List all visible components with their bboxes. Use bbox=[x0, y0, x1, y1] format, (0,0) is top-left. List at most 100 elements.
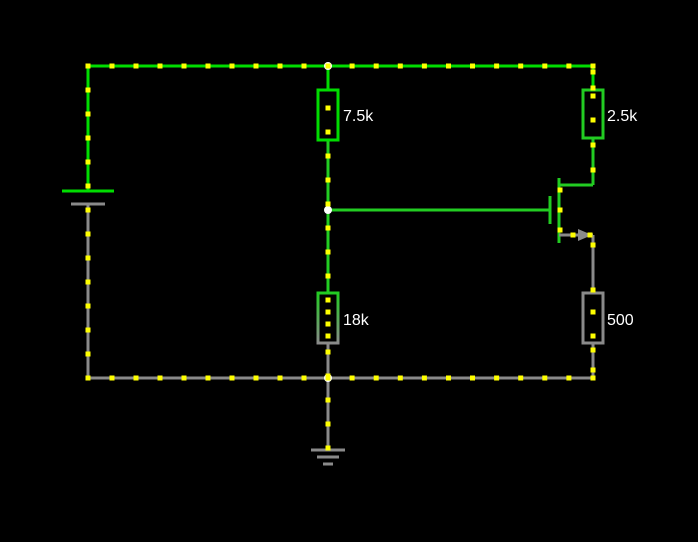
current-dot bbox=[325, 321, 331, 327]
current-dot bbox=[590, 69, 596, 75]
current-dot bbox=[566, 63, 572, 69]
current-dot bbox=[85, 255, 91, 261]
current-dot bbox=[566, 375, 572, 381]
current-dot bbox=[325, 225, 331, 231]
resistor-r4-label: 500 bbox=[607, 312, 634, 329]
resistor-r1[interactable] bbox=[316, 88, 340, 142]
current-dot bbox=[590, 367, 596, 373]
current-dot bbox=[590, 63, 596, 69]
current-dot bbox=[85, 327, 91, 333]
current-dot bbox=[325, 273, 331, 279]
current-dot bbox=[397, 375, 403, 381]
current-dot bbox=[421, 375, 427, 381]
current-dot bbox=[325, 349, 331, 355]
current-dot bbox=[494, 63, 500, 69]
resistor-r3[interactable] bbox=[316, 291, 340, 345]
current-dot bbox=[85, 159, 91, 165]
current-dot bbox=[109, 63, 115, 69]
current-dot bbox=[301, 375, 307, 381]
current-dot bbox=[590, 287, 596, 293]
current-dot bbox=[85, 375, 91, 381]
current-dot bbox=[181, 375, 187, 381]
current-dot bbox=[373, 63, 379, 69]
current-dot bbox=[325, 177, 331, 183]
current-dot bbox=[325, 445, 331, 451]
current-dot bbox=[373, 375, 379, 381]
current-dot bbox=[325, 309, 331, 315]
current-dot bbox=[397, 63, 403, 69]
current-dot bbox=[181, 63, 187, 69]
current-dot bbox=[446, 63, 451, 69]
current-dot bbox=[85, 303, 91, 309]
current-dot bbox=[277, 375, 283, 381]
current-dot bbox=[518, 375, 524, 381]
current-dot bbox=[133, 63, 139, 69]
current-dot bbox=[205, 63, 211, 69]
current-dot bbox=[590, 242, 596, 248]
current-dot bbox=[85, 111, 91, 117]
current-dot bbox=[325, 63, 331, 69]
current-dot bbox=[590, 85, 596, 91]
current-dot bbox=[325, 249, 331, 255]
current-dot bbox=[85, 63, 91, 69]
divider-wire[interactable] bbox=[326, 140, 550, 292]
current-dot bbox=[325, 421, 331, 427]
current-dot bbox=[229, 63, 235, 69]
current-dot bbox=[590, 309, 596, 315]
current-dot bbox=[542, 375, 548, 381]
ground-return-wire[interactable] bbox=[86, 204, 595, 450]
junction-node-mid bbox=[324, 206, 332, 214]
resistor-r4[interactable] bbox=[581, 291, 605, 345]
current-dot bbox=[229, 375, 235, 381]
current-dot bbox=[421, 63, 427, 69]
current-flow-dots bbox=[85, 63, 596, 451]
current-dot bbox=[325, 297, 331, 303]
current-dot bbox=[542, 63, 548, 69]
current-dot bbox=[85, 87, 91, 93]
current-dot bbox=[349, 375, 355, 381]
current-dot bbox=[570, 232, 576, 238]
current-dot bbox=[590, 347, 596, 353]
resistor-r2-label: 2.5k bbox=[607, 108, 638, 125]
current-dot bbox=[85, 231, 91, 237]
current-dot bbox=[133, 375, 139, 381]
resistor-r2[interactable] bbox=[560, 88, 605, 187]
resistor-r1-label: 7.5k bbox=[343, 108, 374, 125]
current-dot bbox=[301, 63, 307, 69]
current-dot bbox=[590, 333, 596, 339]
ground-icon[interactable] bbox=[311, 448, 345, 466]
current-dot bbox=[557, 187, 563, 193]
current-dot bbox=[85, 183, 91, 189]
current-dot bbox=[590, 375, 596, 381]
current-dot bbox=[85, 135, 91, 141]
current-dot bbox=[349, 63, 355, 69]
current-dot bbox=[325, 397, 331, 403]
current-dot bbox=[557, 227, 563, 233]
current-dot bbox=[253, 375, 259, 381]
current-dot bbox=[325, 333, 331, 339]
current-dot bbox=[446, 375, 451, 381]
current-dot bbox=[85, 351, 91, 357]
current-dot bbox=[109, 375, 115, 381]
current-dot bbox=[325, 153, 331, 159]
current-dot bbox=[518, 63, 524, 69]
current-dot bbox=[325, 201, 331, 207]
current-dot bbox=[325, 129, 331, 135]
current-dot bbox=[157, 63, 163, 69]
resistor-r3-label: 18k bbox=[343, 312, 369, 329]
current-dot bbox=[325, 375, 331, 381]
battery-icon[interactable] bbox=[62, 189, 114, 206]
current-dot bbox=[253, 63, 259, 69]
current-dot bbox=[325, 105, 331, 111]
current-dot bbox=[85, 207, 91, 213]
top-rail-wire[interactable] bbox=[86, 64, 595, 191]
current-dot bbox=[157, 375, 163, 381]
current-dot bbox=[587, 232, 593, 238]
current-dot bbox=[590, 93, 596, 99]
current-dot bbox=[590, 142, 596, 148]
current-dot bbox=[470, 375, 475, 381]
current-dot bbox=[277, 63, 283, 69]
current-dot bbox=[494, 375, 500, 381]
